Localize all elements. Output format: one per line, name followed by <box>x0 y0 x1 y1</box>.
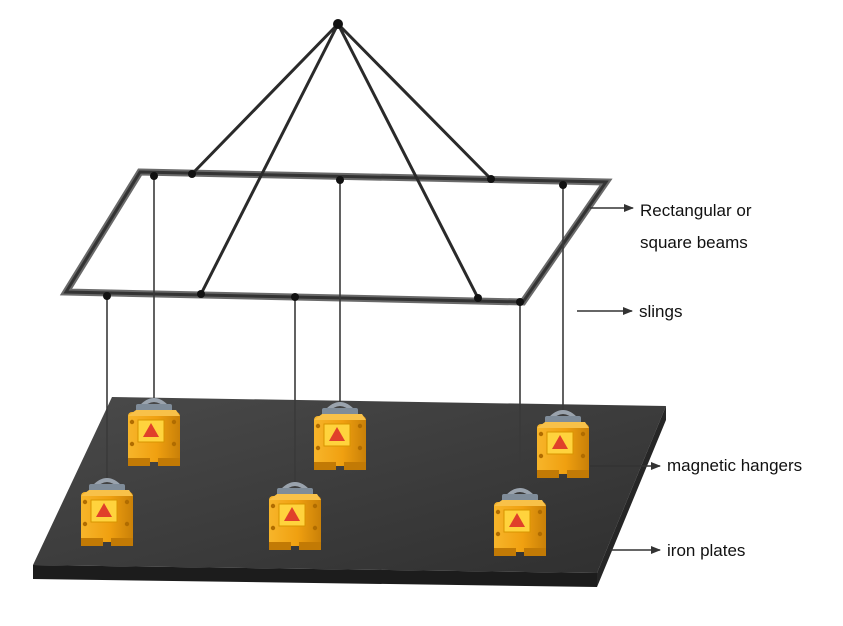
annotation-arrows <box>577 204 661 554</box>
magnet-lifter-icon <box>269 482 321 550</box>
joint-dots <box>103 19 567 306</box>
beams-label-line2: square beams <box>640 233 748 252</box>
magnet-lifter-icon <box>494 488 546 556</box>
magnet-lifter-icon <box>81 478 133 546</box>
plates-label: iron plates <box>667 541 745 560</box>
beam-frame <box>59 168 613 306</box>
magnet-lifter-icon <box>128 398 180 466</box>
slings-label: slings <box>639 302 682 321</box>
magnet-lifter-icon <box>314 402 366 470</box>
beams-label-line1: Rectangular or <box>640 201 752 220</box>
vertical-slings <box>106 176 564 488</box>
hangers-label: magnetic hangers <box>667 456 802 475</box>
magnetic-hangers <box>81 398 589 556</box>
top-slings <box>190 22 493 299</box>
magnet-lifter-icon <box>537 410 589 478</box>
